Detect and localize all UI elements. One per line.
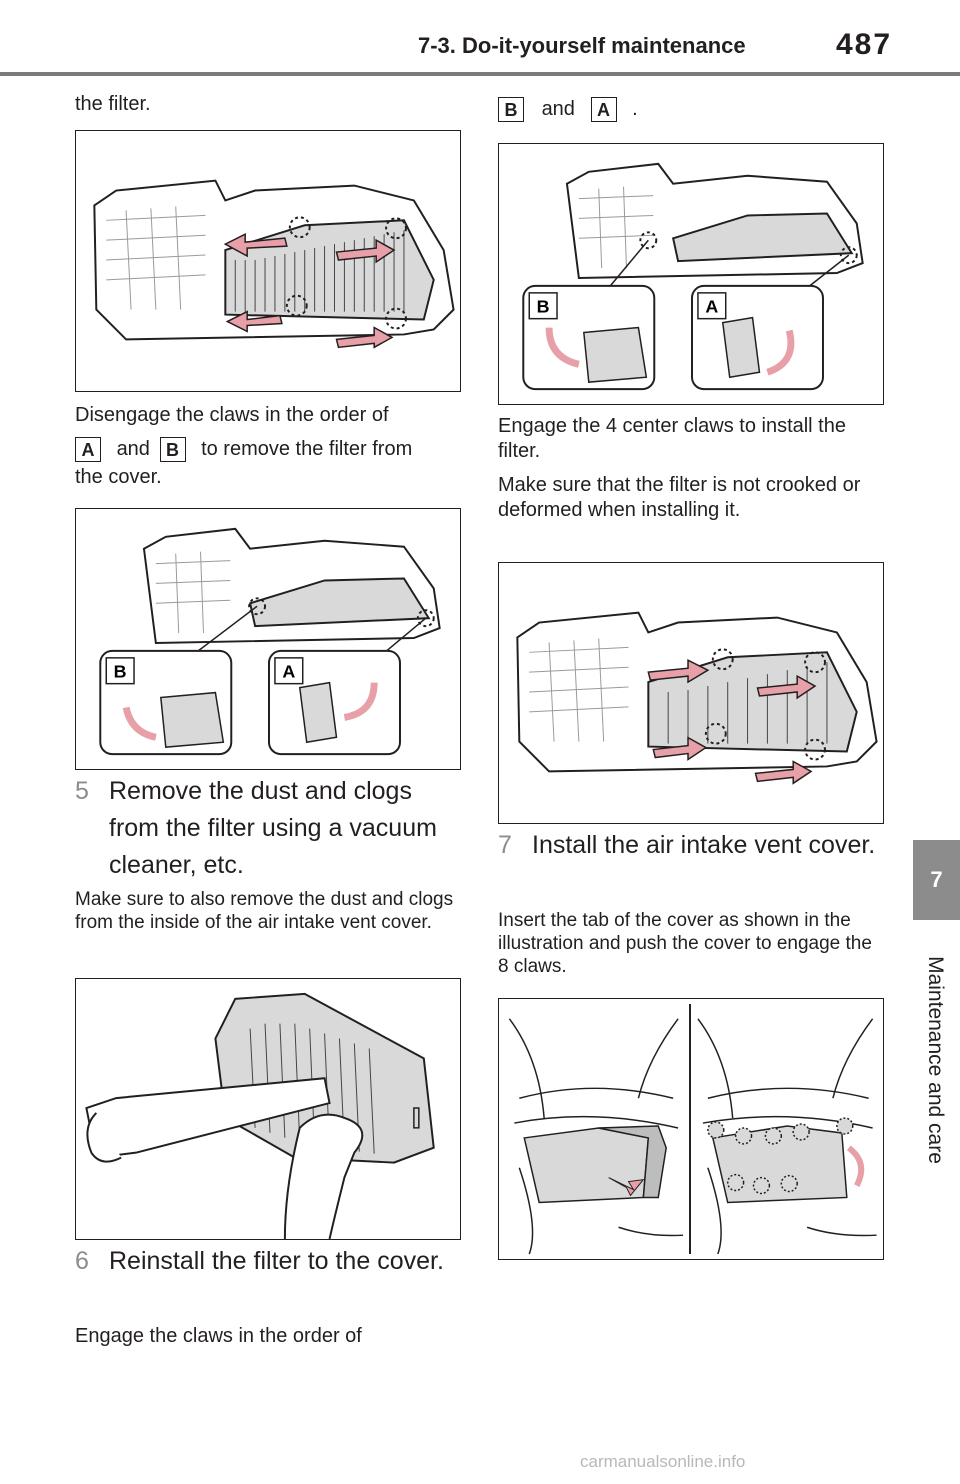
step-7-number: 7 bbox=[498, 831, 512, 859]
figure-vacuum bbox=[75, 978, 461, 1240]
step-7: 7 Install the air intake vent cover. bbox=[498, 827, 878, 864]
step-5-number: 5 bbox=[75, 777, 89, 805]
caption-engage: Engage the 4 center claws to install the… bbox=[498, 415, 846, 462]
figure-engage-detail: B A bbox=[498, 143, 884, 405]
step-7-text: Install the air intake vent cover. bbox=[532, 831, 876, 859]
figure-install-cover bbox=[498, 998, 884, 1260]
section-title: 7-3. Do-it-yourself maintenance bbox=[418, 33, 746, 58]
badge-a: A bbox=[75, 437, 101, 463]
caption-and: and bbox=[116, 438, 150, 460]
callout-a-engage: A bbox=[705, 297, 718, 317]
page-number: 487 bbox=[836, 28, 893, 61]
caption-tail: to remove the filter from bbox=[201, 438, 413, 460]
footer-watermark: carmanualsonline.info bbox=[580, 1452, 746, 1471]
callout-b-engage: B bbox=[537, 297, 550, 317]
step-6-note: Engage the claws in the order of bbox=[75, 1325, 362, 1347]
step-6-text: Reinstall the filter to the cover. bbox=[109, 1247, 444, 1275]
badge-b-right: B bbox=[498, 97, 524, 123]
order-line: B and A . bbox=[498, 97, 638, 123]
disengage-detail-illustration: B A bbox=[99, 527, 441, 756]
engage-detail-illustration: B A bbox=[522, 162, 864, 391]
step-5-text: Remove the dust and clogs from the filte… bbox=[109, 777, 437, 879]
caption-disengage-line1: Disengage the claws in the order of bbox=[75, 404, 389, 426]
intro-tail: the filter. bbox=[75, 93, 151, 115]
install-cover-illustration bbox=[508, 1003, 877, 1255]
chapter-tab: 7 bbox=[913, 840, 960, 920]
callout-b: B bbox=[114, 662, 127, 682]
figure-disengage-detail: B A bbox=[75, 508, 461, 770]
filter-claws-illustration bbox=[93, 179, 455, 349]
caption-check: Make sure that the filter is not crooked… bbox=[498, 474, 861, 521]
caption-disengage-line3: the cover. bbox=[75, 466, 162, 488]
caption-disengage-line2: A and B to remove the filter from bbox=[75, 437, 413, 463]
figure-engage-claws bbox=[498, 562, 884, 824]
step-5-note: Make sure to also remove the dust and cl… bbox=[75, 889, 454, 933]
badge-b: B bbox=[159, 437, 186, 463]
callout-a: A bbox=[282, 662, 295, 682]
step-5: 5 Remove the dust and clogs from the fil… bbox=[75, 773, 455, 884]
step-6-number: 6 bbox=[75, 1247, 89, 1275]
step-6: 6 Reinstall the filter to the cover. bbox=[75, 1243, 455, 1280]
step-7-note: Insert the tab of the cover as shown in … bbox=[498, 910, 872, 977]
order-end: . bbox=[632, 98, 638, 120]
figure-filter-claws bbox=[75, 130, 461, 392]
order-and: and bbox=[541, 98, 575, 120]
badge-a-right: A bbox=[590, 97, 617, 123]
vacuum-illustration bbox=[85, 992, 435, 1239]
header-rule bbox=[0, 72, 960, 76]
engage-claws-illustration bbox=[516, 611, 878, 785]
chapter-label: Maintenance and care bbox=[924, 956, 947, 1164]
